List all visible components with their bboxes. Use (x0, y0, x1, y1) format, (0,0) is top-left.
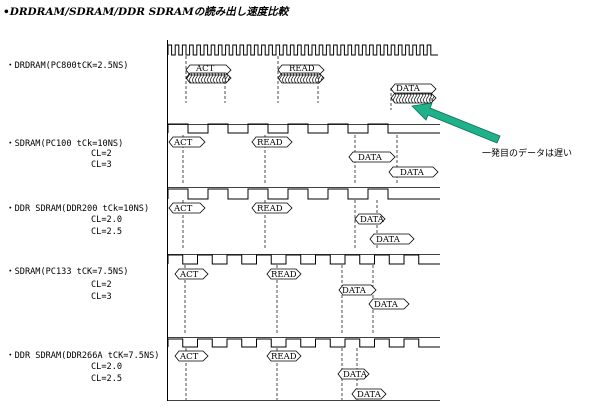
bubble-pc133-data-cl3-text: DATA (374, 300, 399, 310)
bubble-ddr266a-read: READ (266, 350, 302, 362)
label-sdram-pc133: ・SDRAM(PC133 tCK=7.5NS) (6, 267, 129, 277)
bubble-ddr266a-data-cl25: DATA (351, 388, 387, 400)
bubble-pc100-data-cl3-text: DATA (400, 168, 425, 178)
bubble-pc133-data-cl3: DATA (368, 298, 410, 310)
bubble-drdram-data: DATA (390, 83, 437, 104)
label-ddr200-cl20: CL=2.0 (91, 215, 123, 225)
label-sdram-pc100-cl3: CL=3 (91, 160, 112, 170)
bubble-ddr266a-data-cl20: DATA (337, 368, 370, 380)
bubble-pc133-act: ACT (174, 268, 209, 280)
bubble-ddr266a-read-text: READ (271, 352, 297, 362)
clock-waveform-pc100 (167, 123, 440, 134)
label-ddr200-cl25: CL=2.5 (91, 227, 123, 237)
label-sdram-pc133-cl3: CL=3 (91, 292, 112, 302)
clock-waveform-pc133 (167, 254, 440, 265)
timing-reference-lines (182, 56, 432, 400)
bubble-pc100-data-cl2-text: DATA (358, 153, 383, 163)
bubble-ddr200-act-text: ACT (173, 204, 193, 214)
bubble-pc100-data-cl2: DATA (348, 151, 396, 163)
bubble-pc100-act-text: ACT (173, 138, 193, 148)
label-drdram: ・DRDRAM(PC800tCK=2.5NS) (6, 61, 129, 71)
clock-waveform-drdram (167, 44, 438, 56)
bubble-pc100-read: READ (251, 136, 293, 148)
bubble-pc133-data-cl2-text: DATA (342, 286, 367, 296)
clock-waveform-ddr200 (167, 188, 440, 200)
label-ddr266a: ・DDR SDRAM(DDR266A tCK=7.5NS) (6, 351, 160, 361)
bubble-ddr200-act: ACT (168, 202, 206, 214)
bubble-pc133-read-text: READ (271, 270, 297, 280)
bubble-drdram-data-text: DATA (396, 84, 421, 94)
bubble-ddr266a-act-text: ACT (179, 352, 199, 362)
bubble-pc133-data-cl2: DATA (338, 284, 377, 296)
bubble-pc100-read-text: READ (257, 138, 283, 148)
bubble-ddr266a-act: ACT (174, 350, 209, 362)
bubble-ddr200-read-text: READ (257, 204, 283, 214)
label-sdram-pc100-cl2: CL=2 (91, 149, 112, 159)
bubble-pc100-data-cl3: DATA (388, 166, 439, 178)
bubble-drdram-read-text: READ (289, 64, 315, 74)
bubble-pc133-read: READ (266, 268, 302, 280)
bubble-ddr266a-data-cl25-text: DATA (357, 390, 382, 400)
bubble-drdram-read: READ (277, 64, 325, 84)
bubble-ddr200-read: READ (251, 202, 293, 214)
clock-waveform-ddr266a (167, 338, 440, 348)
bubble-ddr266a-data-cl20-text: DATA (343, 370, 368, 380)
label-ddr200: ・DDR SDRAM(DDR200 tCk=10NS) (6, 204, 150, 214)
bubble-ddr200-data-cl20-text: DATA (360, 215, 385, 225)
page-title: •DRDRAM/SDRAM/DDR SDRAMの読み出し速度比較 (3, 6, 289, 18)
label-ddr266a-cl25: CL=2.5 (91, 374, 123, 384)
bubble-pc133-act-text: ACT (179, 270, 199, 280)
bubble-drdram-act-text: ACT (195, 64, 215, 74)
annotation-first-data-slow: 一発目のデータは遅い (482, 149, 573, 159)
label-ddr266a-cl20: CL=2.0 (91, 362, 123, 372)
bubble-ddr200-data-cl25-text: DATA (376, 235, 401, 245)
bubble-ddr200-data-cl20: DATA (354, 213, 386, 225)
bubble-drdram-act: ACT (185, 64, 232, 84)
bubble-ddr200-data-cl25: DATA (369, 233, 415, 245)
arrow-first-data (411, 102, 501, 144)
label-sdram-pc133-cl2: CL=2 (91, 280, 112, 290)
label-sdram-pc100: ・SDRAM(PC100 tCk=10NS) (6, 139, 124, 149)
bubble-pc100-act: ACT (168, 136, 206, 148)
